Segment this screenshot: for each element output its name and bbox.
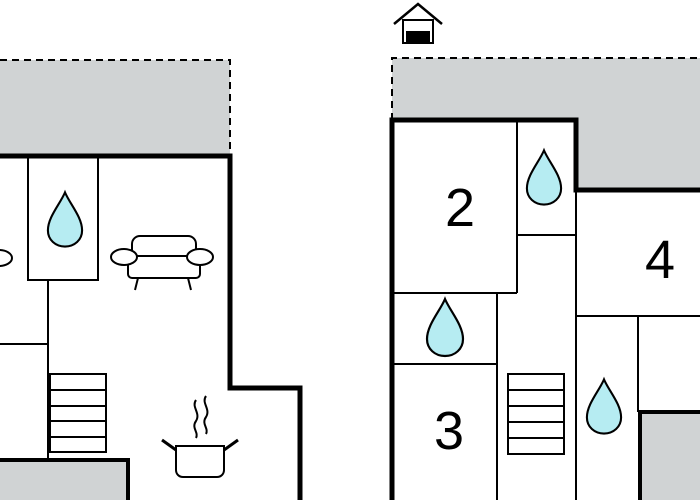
water-drop-icon xyxy=(425,297,465,358)
sofa-icon xyxy=(110,235,214,291)
exterior-walls-right xyxy=(389,117,700,500)
shaded-corner-left xyxy=(0,460,128,500)
water-drop-icon xyxy=(46,191,84,248)
bathroom-upper-right xyxy=(525,149,563,206)
stairs-icon xyxy=(507,373,565,455)
shaded-terrace-left xyxy=(0,59,231,156)
water-drop-icon xyxy=(585,378,623,435)
exterior-walls-left xyxy=(0,153,303,500)
room-3-label: 3 xyxy=(434,401,464,461)
stairs-icon xyxy=(49,373,107,453)
cooking-pot-icon xyxy=(161,395,239,478)
left-floor xyxy=(0,59,303,500)
room-2-label: 2 xyxy=(445,178,475,238)
bathroom-left xyxy=(46,191,84,248)
sofa-icon-partial xyxy=(0,249,13,267)
shaded-corner-right xyxy=(640,412,700,500)
shaded-terrace-right xyxy=(391,57,700,188)
house-icon xyxy=(393,2,443,44)
interior-walls-right xyxy=(392,120,700,500)
bathroom-middle-right xyxy=(425,297,465,358)
water-drop-icon xyxy=(525,149,563,206)
interior-walls-left xyxy=(0,155,130,500)
bathroom-lower-right xyxy=(585,378,623,435)
room-4-label: 4 xyxy=(645,230,675,290)
right-floor: 2 3 4 xyxy=(389,2,700,500)
